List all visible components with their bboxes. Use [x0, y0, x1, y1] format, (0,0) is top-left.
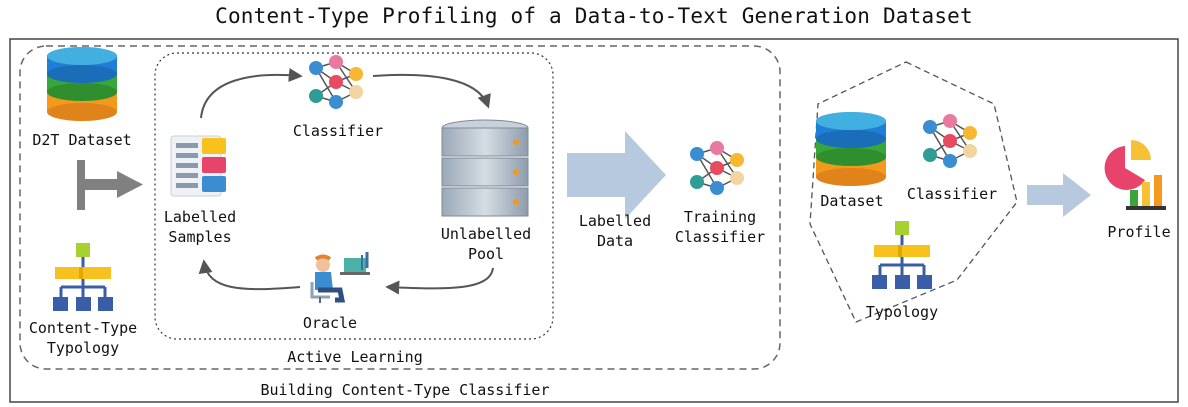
server-pool-icon: [441, 119, 529, 217]
arrow-oracle-to-samples: [198, 259, 301, 291]
neural-net-icon: [308, 54, 364, 110]
profile-arrow: [1027, 173, 1091, 217]
tree-typology-icon: [51, 241, 115, 313]
typology-label: Typology: [865, 303, 939, 321]
labelled-data-arrow: [567, 131, 666, 219]
pie-bar-chart-icon: [1104, 140, 1166, 210]
d2t-dataset-label: D2T Dataset: [32, 131, 132, 149]
dataset-label: Dataset: [820, 192, 884, 210]
tree-typology-icon: [870, 219, 934, 291]
oracle-label: Oracle: [302, 314, 358, 332]
document-samples-icon: [170, 135, 226, 197]
gray-t-arrow: [77, 160, 143, 210]
active-learning-label: Active Learning: [287, 348, 423, 366]
training-classifier-label-line2: Classifier: [674, 228, 766, 246]
content-type-typology-label-line2: Typology: [46, 339, 120, 357]
unlabelled-pool-label-line1: Unlabelled: [440, 225, 532, 243]
building-classifier-region: [19, 45, 781, 370]
labelled-data-label-line1: Labelled: [578, 212, 652, 230]
neural-net-icon: [922, 113, 978, 169]
classifier-2-label: Classifier: [906, 185, 998, 203]
database-icon: [816, 112, 886, 186]
labelled-data-label-line2: Data: [596, 232, 634, 250]
training-classifier-label-line1: Training: [683, 208, 757, 226]
arrow-pool-to-oracle: [385, 267, 494, 295]
content-type-typology-label-line1: Content-Type: [28, 319, 138, 337]
classifier-label: Classifier: [292, 122, 384, 140]
unlabelled-pool-label-line2: Pool: [467, 245, 505, 263]
arrow-samples-to-classifier: [200, 68, 303, 119]
arrow-classifier-to-pool: [372, 73, 491, 109]
database-icon: [47, 47, 117, 121]
figure-title: Content-Type Profiling of a Data-to-Text…: [215, 4, 973, 28]
active-learning-region: [154, 52, 554, 340]
labelled-samples-label-line2: Samples: [168, 228, 232, 246]
person-at-computer-icon: [310, 252, 370, 303]
profile-label: Profile: [1107, 223, 1171, 241]
outer-frame: [9, 38, 1179, 403]
labelled-samples-label-line1: Labelled: [163, 208, 237, 226]
neural-net-icon: [689, 140, 745, 196]
building-classifier-label: Building Content-Type Classifier: [260, 381, 550, 399]
